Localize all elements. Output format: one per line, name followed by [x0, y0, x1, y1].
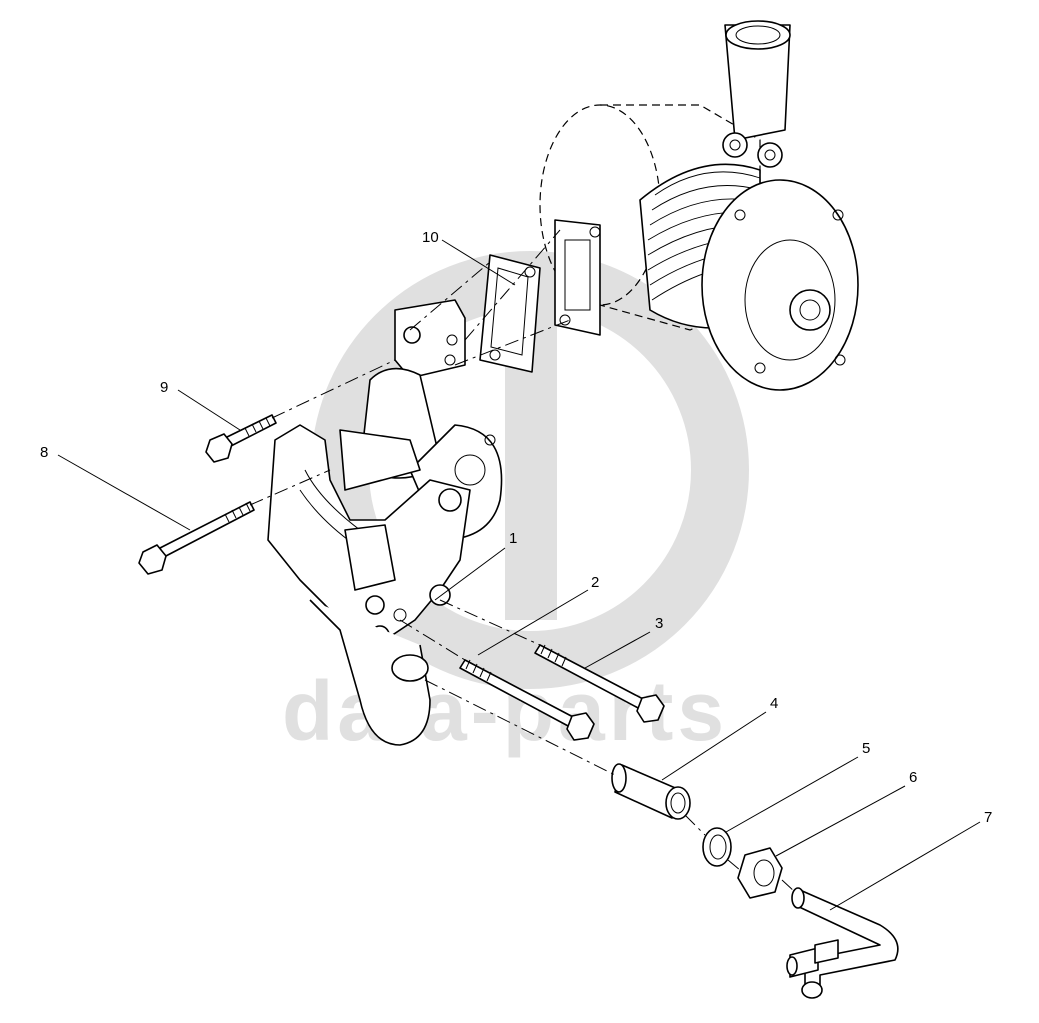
callout-8: 8	[40, 444, 191, 531]
o-ring-5-outer	[702, 827, 732, 867]
callout-9: 9	[160, 379, 241, 431]
callout-3: 3	[584, 615, 663, 669]
bolt-part-3	[534, 644, 665, 723]
callouts: 1 2 3 4 5 6 7 8	[40, 229, 992, 911]
housing-outlet-tube	[309, 599, 431, 746]
gasket-outline	[479, 254, 541, 373]
water-pump-assembly	[539, 20, 859, 391]
housing-part-1	[267, 299, 503, 746]
callout-1: 1	[434, 530, 517, 601]
callout-3-label: 3	[655, 615, 663, 632]
bolt-2-head	[566, 712, 595, 741]
pump-shaft-hub	[789, 289, 831, 331]
sleeve-part-4	[611, 763, 691, 820]
bolt-part-9	[205, 414, 277, 463]
callout-5-label: 5	[862, 740, 870, 757]
callout-10-label: 10	[422, 229, 439, 246]
callout-4-label: 4	[770, 695, 778, 712]
gasket-part-10	[479, 254, 541, 373]
nut-part-6	[737, 847, 783, 899]
callout-7: 7	[829, 809, 992, 911]
bolt-9-head	[205, 433, 233, 463]
bolt-part-8	[138, 501, 255, 575]
o-ring-part-5	[702, 827, 732, 867]
bolt-3-head	[636, 694, 665, 723]
bolt-8-shank	[159, 501, 255, 558]
bolt-8-head	[138, 544, 167, 575]
callout-6-label: 6	[909, 769, 917, 786]
tube-7-body	[794, 889, 899, 996]
pump-inlet-opening	[725, 20, 791, 50]
callout-2: 2	[477, 574, 599, 656]
pump-outlet-flange	[554, 219, 601, 336]
callout-4: 4	[661, 695, 778, 781]
tube-part-7	[786, 887, 899, 999]
callout-9-label: 9	[160, 379, 168, 396]
nut-6-hex	[737, 847, 783, 899]
pump-pulley-face	[701, 179, 859, 391]
bolt-9-shank	[224, 414, 277, 448]
callout-6: 6	[775, 769, 917, 857]
callout-8-label: 8	[40, 444, 48, 461]
callout-2-label: 2	[591, 574, 599, 591]
alignment-lines	[249, 229, 796, 893]
callout-7-label: 7	[984, 809, 992, 826]
callout-1-label: 1	[509, 530, 517, 547]
callout-5: 5	[725, 740, 870, 833]
callout-10: 10	[422, 229, 516, 286]
pump-mount-lug	[722, 132, 748, 158]
bolt-part-2	[459, 659, 595, 741]
